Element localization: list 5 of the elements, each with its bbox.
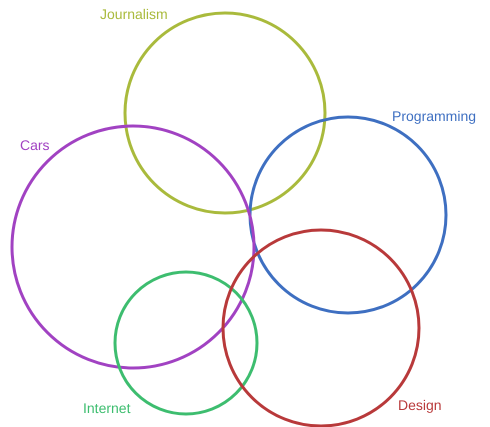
set-label: Internet [83,400,130,416]
set-label: Cars [20,137,50,153]
set-label: Journalism [100,6,168,22]
set-label: Design [398,397,442,413]
set-label: Programming [392,108,476,124]
